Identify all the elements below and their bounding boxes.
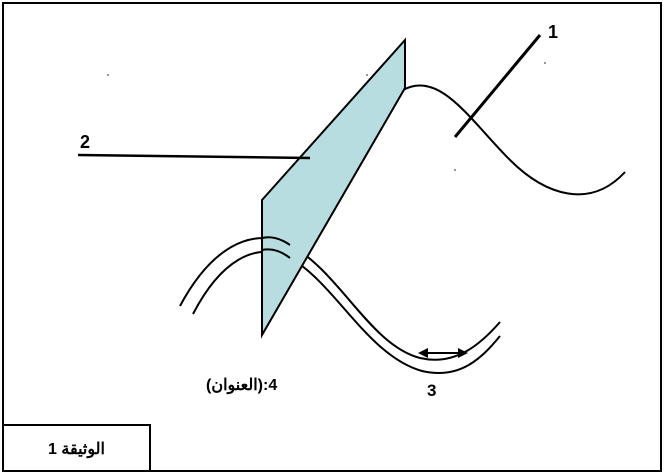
label-title-4: 4:(العنوان) [206, 377, 278, 394]
label-part-2: 2 [80, 132, 91, 152]
lower-wave-inner-line [192, 250, 501, 374]
speck-dot [366, 74, 368, 76]
pointer-line-1 [453, 34, 542, 138]
pointer-line-2 [77, 153, 311, 160]
wave-front-segment-inner [261, 248, 291, 259]
label-part-3: 3 [427, 381, 437, 400]
lower-wave-outer-line [179, 237, 501, 361]
upper-wave-line [402, 84, 626, 196]
label-part-1: 1 [548, 22, 559, 42]
speck-dot [544, 62, 546, 64]
document-number-box: الوثيقة 1 [4, 424, 151, 471]
arrow-head-right-icon [458, 348, 468, 358]
arrow-head-left-icon [418, 348, 428, 358]
polarization-plane [261, 37, 406, 339]
document-number-label: الوثيقة 1 [48, 440, 105, 458]
wave-front-segment [261, 236, 291, 246]
speck-dot [454, 169, 456, 171]
speck-dot [107, 74, 109, 76]
